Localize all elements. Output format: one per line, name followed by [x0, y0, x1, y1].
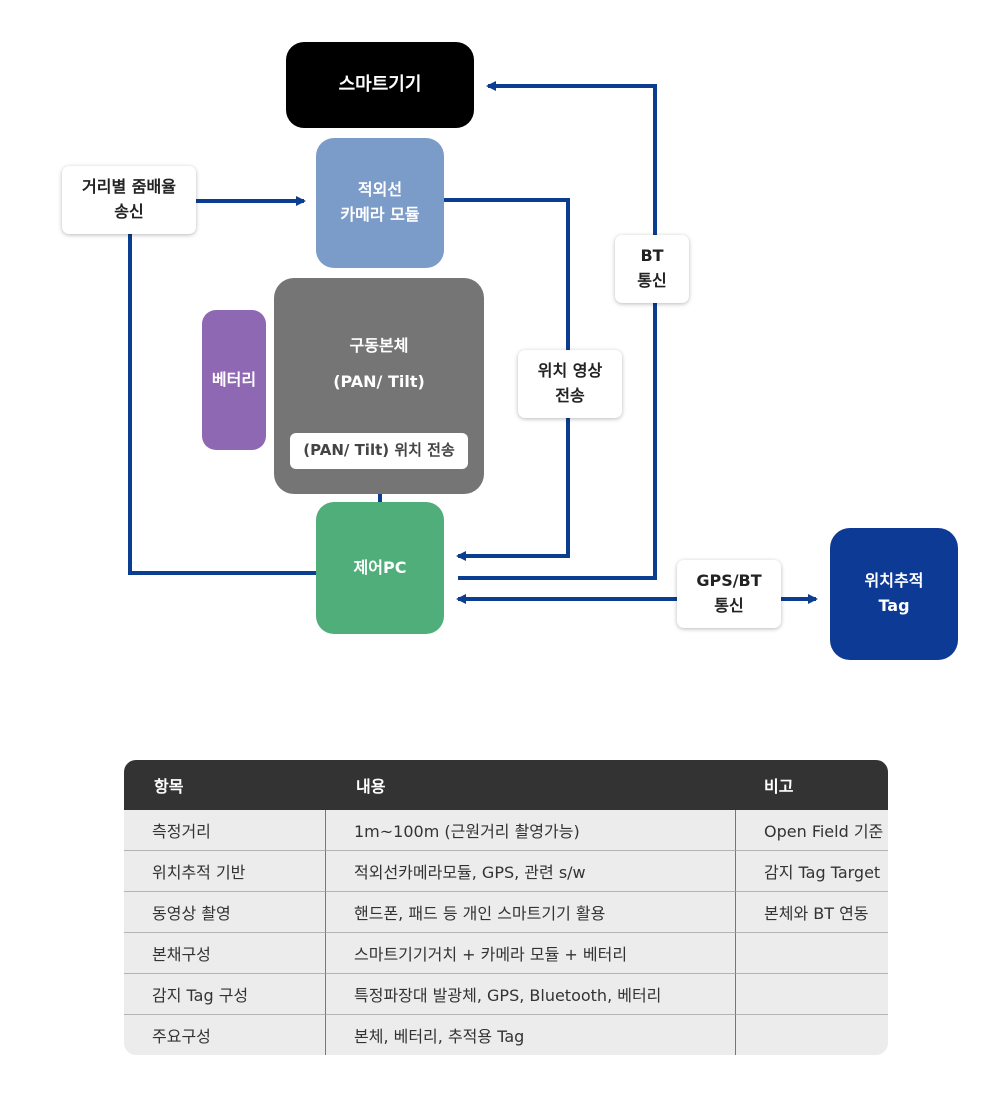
- pan-tilt-send-text: (PAN/ Tilt) 위치 전송: [303, 441, 455, 460]
- cell-note: [736, 974, 888, 1015]
- header-note: 비고: [736, 760, 888, 810]
- table-row: 동영상 촬영 핸드폰, 패드 등 개인 스마트기기 활용 본체와 BT 연동: [124, 892, 888, 933]
- table-row: 감지 Tag 구성 특정파장대 발광체, GPS, Bluetooth, 베터리: [124, 974, 888, 1015]
- cell-content: 적외선카메라모듈, GPS, 관련 s/w: [326, 851, 736, 892]
- cell-content: 핸드폰, 패드 등 개인 스마트기기 활용: [326, 892, 736, 933]
- ir-camera-line1: 적외선: [357, 180, 403, 200]
- cell-note: [736, 1015, 888, 1055]
- bt-comm-label: BT 통신: [615, 235, 689, 303]
- position-video-label: 위치 영상 전송: [518, 350, 622, 418]
- drive-body-line1: 구동본체: [349, 336, 409, 355]
- zoom-send-label: 거리별 줌배율 송신: [62, 166, 196, 234]
- header-item: 항목: [124, 760, 326, 810]
- zoom-send-line1: 거리별 줌배율: [82, 177, 176, 197]
- cell-note: [736, 933, 888, 974]
- gps-bt-label: GPS/BT 통신: [677, 560, 781, 628]
- drive-body-line2: (PAN/ Tilt): [333, 372, 425, 391]
- table-row: 위치추적 기반 적외선카메라모듈, GPS, 관련 s/w 감지 Tag Tar…: [124, 851, 888, 892]
- cell-content: 본체, 베터리, 추적용 Tag: [326, 1015, 736, 1055]
- control-pc-label: 제어PC: [349, 553, 411, 583]
- bt-comm-line1: BT: [640, 246, 664, 266]
- battery-node: 베터리: [202, 310, 266, 450]
- cell-item: 감지 Tag 구성: [124, 974, 326, 1015]
- cell-note: Open Field 기준: [736, 810, 888, 851]
- control-pc-node: 제어PC: [316, 502, 444, 634]
- tracking-tag-line2: Tag: [878, 596, 910, 615]
- table-row: 측정거리 1m~100m (근원거리 촬영가능) Open Field 기준: [124, 810, 888, 851]
- position-video-line2: 전송: [555, 386, 585, 405]
- smart-device-node: 스마트기기: [286, 42, 474, 128]
- table-header-row: 항목 내용 비고: [124, 760, 888, 810]
- cell-content: 스마트기기거치 + 카메라 모듈 + 베터리: [326, 933, 736, 974]
- system-diagram: 스마트기기 적외선 카메라 모듈 거리별 줌배율 송신 구동본체 (PAN/ T…: [62, 42, 958, 660]
- ir-camera-node: 적외선 카메라 모듈: [316, 138, 444, 268]
- tracking-tag-line1: 위치추적: [864, 571, 924, 591]
- battery-label: 베터리: [211, 369, 257, 389]
- line-pc-to-zoom-send: [128, 234, 318, 575]
- tracking-tag-node: 위치추적 Tag: [830, 528, 958, 660]
- cell-item: 주요구성: [124, 1015, 326, 1055]
- cell-note: 본체와 BT 연동: [736, 892, 888, 933]
- gps-bt-line2: 통신: [714, 596, 744, 615]
- position-video-line1: 위치 영상: [537, 361, 603, 381]
- bt-comm-line2: 통신: [637, 271, 667, 290]
- cell-item: 위치추적 기반: [124, 851, 326, 892]
- table-row: 본채구성 스마트기기거치 + 카메라 모듈 + 베터리: [124, 933, 888, 974]
- smart-device-label: 스마트기기: [338, 74, 422, 96]
- spec-table: 항목 내용 비고 측정거리 1m~100m (근원거리 촬영가능) Open F…: [124, 760, 888, 1055]
- cell-note: 감지 Tag Target: [736, 851, 888, 892]
- cell-content: 1m~100m (근원거리 촬영가능): [326, 810, 736, 851]
- ir-camera-line2: 카메라 모듈: [340, 205, 420, 224]
- cell-content: 특정파장대 발광체, GPS, Bluetooth, 베터리: [326, 974, 736, 1015]
- pan-tilt-send-label: (PAN/ Tilt) 위치 전송: [290, 433, 468, 469]
- gps-bt-line1: GPS/BT: [696, 571, 762, 591]
- zoom-send-line2: 송신: [114, 202, 144, 221]
- cell-item: 측정거리: [124, 810, 326, 851]
- table-row: 주요구성 본체, 베터리, 추적용 Tag: [124, 1015, 888, 1055]
- cell-item: 본채구성: [124, 933, 326, 974]
- arrow-bt-to-smart-device: [458, 81, 657, 580]
- cell-item: 동영상 촬영: [124, 892, 326, 933]
- header-content: 내용: [326, 760, 736, 810]
